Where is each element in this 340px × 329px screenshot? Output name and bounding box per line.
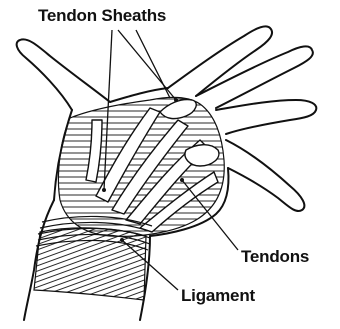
label-tendons: Tendons [241, 247, 309, 267]
label-tendon-sheaths: Tendon Sheaths [38, 6, 166, 26]
leader-sheaths-3 [136, 30, 170, 98]
leader-sheaths-2 [118, 30, 176, 100]
label-ligament: Ligament [181, 286, 255, 306]
